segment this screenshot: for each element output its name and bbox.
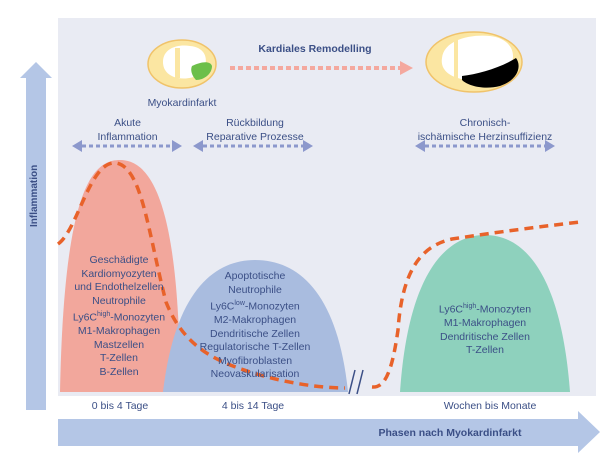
y-axis-arrow (20, 62, 52, 410)
repair-phase-title-line-1: Rückbildung (226, 117, 284, 129)
acute-cell-item: Ly6Chigh-Monozyten (72, 311, 166, 324)
repair-cell-list: Apoptotische Neutrophile Ly6Clow-Monozyt… (190, 270, 320, 382)
repair-duration: 4 bis 14 Tage (221, 400, 285, 412)
repair-cell-item: Ly6Clow-Monozyten (210, 300, 300, 313)
acute-phase-title-line-1: Akute (114, 117, 141, 129)
repair-phase-double-arrow (193, 140, 313, 152)
repair-phase-title-line-2: Reparative Prozesse (206, 130, 304, 143)
repair-cell-item: M2-Makrophagen (213, 314, 297, 326)
remodelling-arrow (230, 61, 413, 75)
inflammation-curve (56, 161, 581, 390)
x-axis-label: Phasen nach Myokardinfarkt (378, 427, 522, 439)
chronic-cell-item: T-Zellen (466, 344, 504, 356)
repair-cell-item: Neutrophile (228, 283, 282, 296)
acute-cell-item: Mastzellen (93, 338, 145, 351)
heart-remodelled-icon (425, 31, 523, 93)
chronic-duration: Wochen bis Monate (443, 400, 537, 412)
chronic-phase-title-line-2: ischämische Herzinsuffizienz (417, 130, 553, 143)
repair-cell-item: Neovaskularisation (210, 368, 300, 380)
chronic-cell-item: Ly6Chigh-Monozyten (438, 303, 532, 316)
acute-phase-title-line-2: Inflammation (97, 130, 158, 143)
acute-phase-title: Akute Inflammation (70, 117, 185, 144)
repair-cell-item: Dendritische Zellen (210, 327, 300, 340)
infarct-label: Myokardinfarkt (147, 97, 217, 109)
remodelling-title: Kardiales Remodelling (258, 43, 372, 55)
repair-phase-hump (163, 260, 348, 392)
repair-cell-item: Apoptotische (224, 270, 286, 282)
chronic-phase-title-line-1: Chronisch- (459, 117, 511, 129)
axis-break-left (348, 369, 356, 395)
acute-phase-double-arrow (72, 140, 182, 152)
acute-phase-hump (60, 160, 180, 392)
y-axis-label: Inflammation (29, 164, 40, 227)
repair-cell-item: Myofibroblasten (217, 354, 293, 367)
acute-cell-item: Kardiomyozyten (81, 267, 157, 280)
heart-infarct-icon (147, 39, 217, 89)
chronic-phase-title: Chronisch- ischämische Herzinsuffizienz (410, 117, 560, 144)
acute-duration: 0 bis 4 Tage (91, 400, 149, 412)
acute-cell-item: Neutrophile (92, 294, 146, 307)
chronic-cell-item: M1-Makrophagen (443, 317, 527, 329)
repair-phase-title: Rückbildung Reparative Prozesse (190, 117, 320, 144)
acute-cell-item: M1-Makrophagen (77, 325, 161, 337)
acute-cell-item: Geschädigte (89, 254, 149, 266)
chronic-cell-list: Ly6Chigh-Monozyten M1-Makrophagen Dendri… (420, 300, 550, 358)
chronic-phase-double-arrow (415, 140, 555, 152)
acute-cell-item: und Endothelzellen (74, 281, 164, 293)
chronic-cell-item: Dendritische Zellen (440, 330, 530, 343)
axis-break-right (356, 369, 364, 395)
acute-cell-list: Geschädigte Kardiomyozyten und Endothelz… (60, 254, 178, 379)
repair-cell-item: Regulatorische T-Zellen (199, 341, 311, 353)
acute-cell-item: T-Zellen (100, 352, 138, 364)
x-axis-arrow (58, 411, 600, 453)
acute-cell-item: B-Zellen (99, 365, 139, 378)
chronic-phase-hump (400, 235, 570, 392)
